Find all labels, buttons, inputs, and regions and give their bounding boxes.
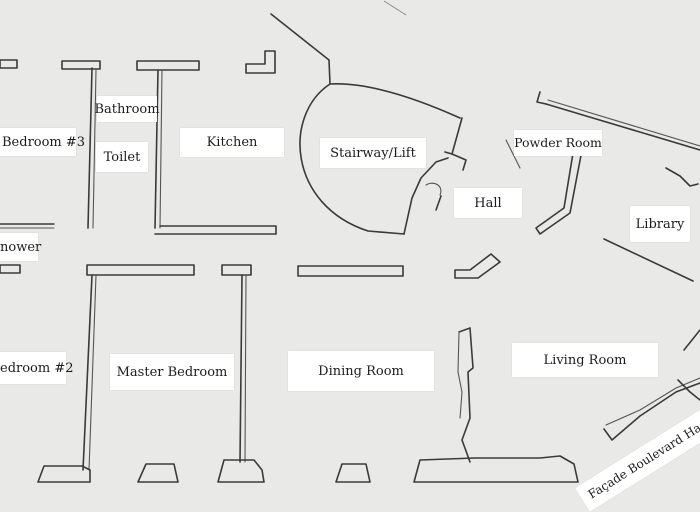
room-label-library: Library bbox=[630, 206, 690, 242]
wall-living-divider bbox=[457, 327, 474, 463]
wall-middle-row bbox=[86, 253, 501, 279]
wall-bathroom-divider bbox=[87, 67, 97, 229]
wall-library bbox=[603, 238, 694, 282]
room-label-master-bedroom: Master Bedroom bbox=[110, 354, 234, 390]
room-label-shower: nower bbox=[0, 233, 41, 261]
room-label-hall: Hall bbox=[454, 188, 522, 218]
wall-top-right bbox=[383, 0, 407, 16]
wall-bottom-row bbox=[37, 455, 579, 483]
wall-dining-divider bbox=[239, 274, 247, 463]
wall-bedroom-divider bbox=[82, 274, 97, 471]
room-label-toilet: Toilet bbox=[96, 142, 148, 172]
room-label-bedroom-3: Bedroom #3 bbox=[0, 128, 85, 156]
wall-top-left bbox=[0, 59, 200, 71]
wall-kitchen bbox=[154, 69, 277, 235]
wall-facade bbox=[603, 329, 700, 441]
wall-powder-room bbox=[505, 91, 700, 235]
room-label-kitchen: Kitchen bbox=[180, 128, 284, 157]
room-label-dining-room: Dining Room bbox=[288, 351, 434, 391]
floor-plan-drawing bbox=[0, 0, 700, 483]
wall-hall bbox=[425, 117, 467, 211]
room-label-stairway-lift: Stairway/Lift bbox=[320, 138, 426, 168]
wall-stairway bbox=[270, 13, 461, 235]
room-label-bedroom-2: edroom #2 bbox=[0, 352, 74, 384]
wall-stub-top bbox=[245, 50, 276, 74]
room-label-powder-room: Powder Room bbox=[514, 130, 602, 156]
room-label-bathroom: Bathroom bbox=[94, 96, 160, 122]
room-label-living-room: Living Room bbox=[512, 343, 658, 377]
wall-shower bbox=[0, 223, 55, 274]
